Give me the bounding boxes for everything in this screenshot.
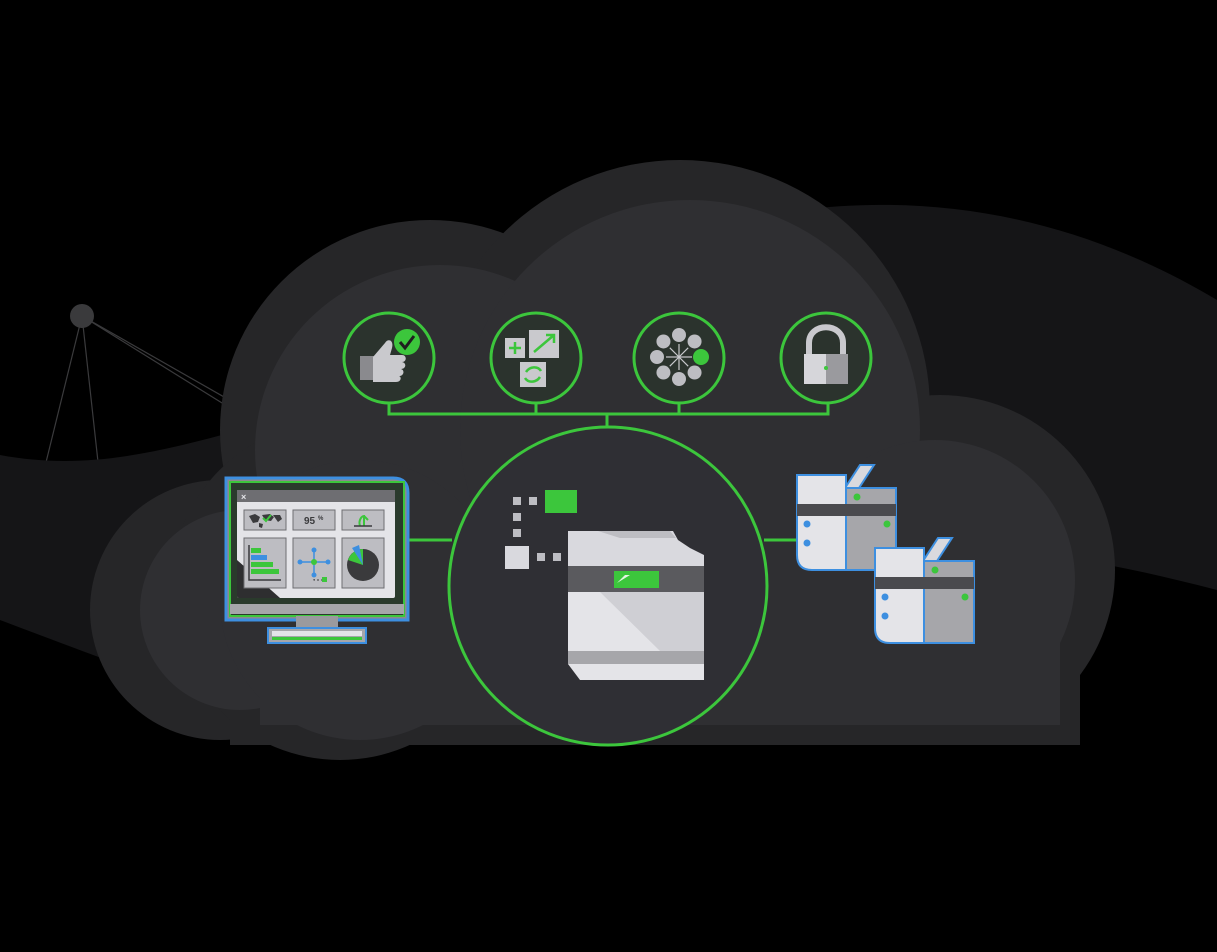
hub-active-node <box>693 349 709 365</box>
central-printer-hub <box>447 425 769 747</box>
trend-icon <box>354 514 372 527</box>
hub-node <box>687 365 702 380</box>
node-graph-icon <box>297 547 331 582</box>
printer-icon <box>568 531 704 680</box>
stat-unit: % <box>318 516 324 522</box>
feature-security <box>779 311 873 405</box>
hub-node <box>650 350 664 364</box>
feature-scaling <box>489 311 583 405</box>
pie-chart-icon <box>347 545 379 581</box>
bar-chart-icon <box>248 545 281 581</box>
hub-node <box>656 334 671 349</box>
expand-squares-icon <box>505 330 559 387</box>
endpoint-printer-2 <box>874 537 975 644</box>
hub-network-icon <box>650 328 709 386</box>
hub-node <box>672 328 686 342</box>
feature-approval <box>342 311 436 405</box>
feature-distribution <box>632 311 726 405</box>
dashboard-monitor: × 95 % <box>224 476 410 644</box>
status-squares <box>505 490 577 569</box>
hub-node <box>687 334 702 349</box>
padlock-icon <box>804 324 848 384</box>
stat-value: 95 <box>304 516 316 527</box>
printer-small-icon <box>874 537 975 644</box>
thumbs-up-check-icon <box>360 329 420 382</box>
close-icon: × <box>241 492 246 502</box>
hub-node <box>656 365 671 380</box>
world-map-icon <box>249 514 282 528</box>
hub-node <box>672 372 686 386</box>
network-node <box>70 304 94 328</box>
